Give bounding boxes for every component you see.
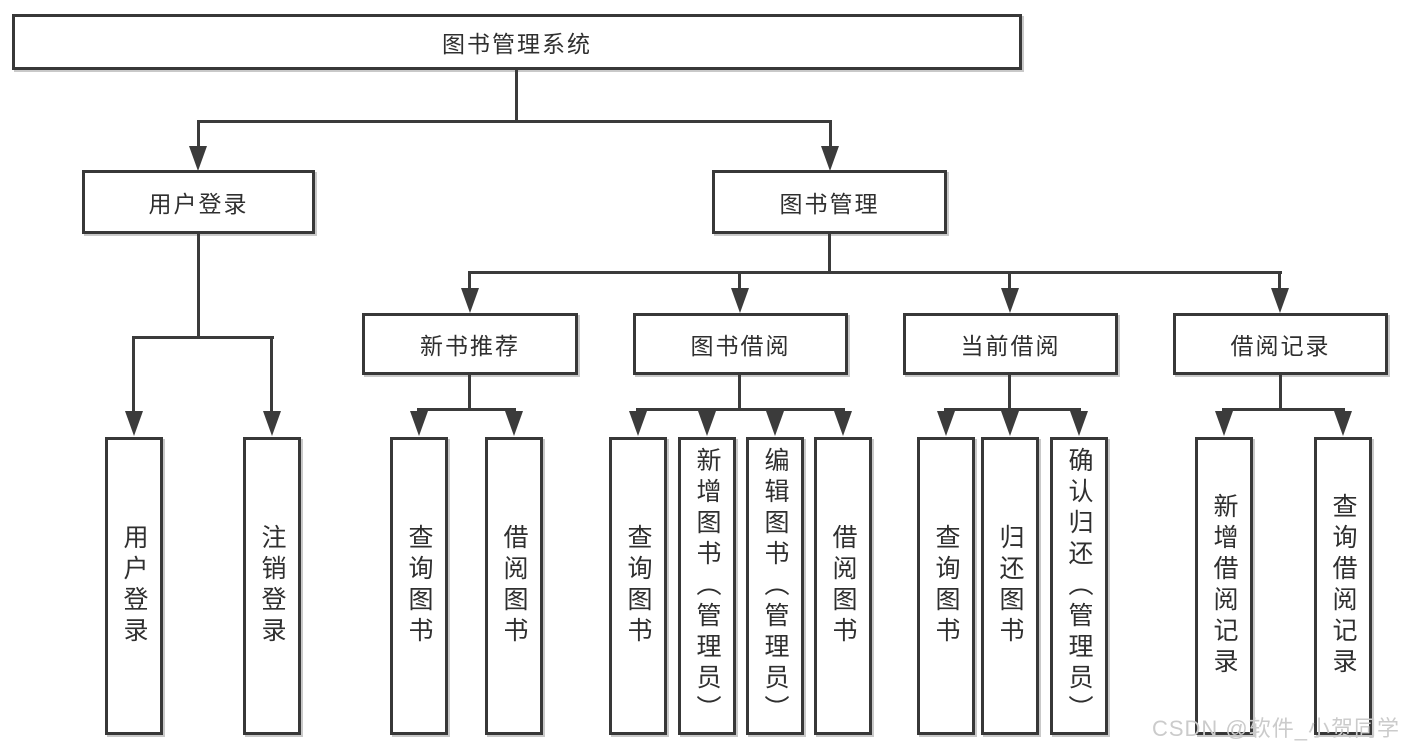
arrowhead-query-book-recommend: [410, 411, 428, 436]
node-user-login-label: 用户登录: [148, 191, 249, 217]
node-user-login: 用户登录: [82, 170, 315, 234]
node-borrow-records-label: 借阅记录: [1230, 333, 1331, 359]
connector-shaft-borrow-records: [1278, 271, 1281, 290]
node-book-management-label: 图书管理: [779, 191, 880, 217]
connector-book-borrow-stem: [738, 375, 741, 408]
leaf-borrow-book-label: 借阅图书: [829, 524, 857, 648]
arrowhead-current-borrow: [1001, 288, 1019, 313]
arrowhead-edit-book-admin: [766, 411, 784, 436]
node-current-borrow: 当前借阅: [903, 313, 1118, 375]
connector-root-stem: [515, 70, 518, 120]
arrowhead-book-borrow: [731, 288, 749, 313]
connector-shaft-user-login: [197, 120, 200, 147]
node-book-borrow-label: 图书借阅: [690, 333, 791, 359]
connector-shaft-current-borrow: [1008, 271, 1011, 290]
leaf-query-book-current: 查询图书: [917, 437, 975, 735]
node-new-book-recommend: 新书推荐: [362, 313, 578, 375]
connector-borrow-records-stem: [1279, 375, 1282, 408]
node-book-management: 图书管理: [712, 170, 947, 234]
leaf-add-book-admin: 新增图书（管理员）: [678, 437, 736, 735]
connector-shaft-leaf-logout: [270, 336, 273, 412]
connector-book-management-bar: [468, 271, 1282, 274]
arrowhead-confirm-return-admin: [1070, 411, 1088, 436]
connector-user-login-stem: [197, 234, 200, 336]
node-root-label: 图书管理系统: [442, 31, 592, 57]
arrowhead-borrow-book-recommend: [505, 411, 523, 436]
connector-borrow-records-bar: [1222, 408, 1345, 411]
leaf-logout-login: 注销登录: [243, 437, 301, 735]
connector-current-borrow-bar: [944, 408, 1081, 411]
leaf-query-book-recommend-label: 查询图书: [405, 524, 433, 648]
leaf-add-book-admin-label: 新增图书（管理员）: [693, 446, 721, 726]
leaf-query-book-current-label: 查询图书: [932, 524, 960, 648]
leaf-user-login-label: 用户登录: [120, 524, 148, 648]
leaf-borrow-book: 借阅图书: [814, 437, 872, 735]
leaf-confirm-return-admin: 确认归还（管理员）: [1050, 437, 1108, 735]
arrowhead-add-borrow-record: [1215, 411, 1233, 436]
arrowhead-leaf-logout: [263, 411, 281, 436]
connector-new-book-recommend-bar: [417, 408, 516, 411]
leaf-query-borrow-record-label: 查询借阅记录: [1329, 493, 1357, 679]
arrowhead-query-book-borrow: [629, 411, 647, 436]
leaf-query-book-recommend: 查询图书: [390, 437, 448, 735]
node-new-book-recommend-label: 新书推荐: [420, 333, 520, 359]
node-book-borrow: 图书借阅: [633, 313, 848, 375]
arrowhead-borrow-book: [834, 411, 852, 436]
leaf-return-book: 归还图书: [981, 437, 1039, 735]
leaf-user-login: 用户登录: [105, 437, 163, 735]
leaf-borrow-book-recommend-label: 借阅图书: [500, 524, 528, 648]
leaf-query-book-borrow-label: 查询图书: [624, 524, 652, 648]
connector-root-bar: [197, 120, 832, 123]
arrowhead-user-login: [189, 146, 207, 171]
connector-shaft-leaf-user-login: [132, 336, 135, 412]
arrowhead-return-book: [1001, 411, 1019, 436]
arrowhead-book-management: [821, 146, 839, 171]
leaf-edit-book-admin-label: 编辑图书（管理员）: [761, 446, 789, 726]
arrowhead-add-book-admin: [698, 411, 716, 436]
connector-new-book-recommend-stem: [468, 375, 471, 408]
node-root: 图书管理系统: [12, 14, 1022, 70]
arrowhead-leaf-user-login: [125, 411, 143, 436]
node-current-borrow-label: 当前借阅: [960, 333, 1061, 359]
connector-current-borrow-stem: [1008, 375, 1011, 408]
leaf-add-borrow-record: 新增借阅记录: [1195, 437, 1253, 735]
leaf-add-borrow-record-label: 新增借阅记录: [1210, 493, 1238, 679]
arrowhead-new-book-recommend: [461, 288, 479, 313]
connector-book-borrow-bar: [636, 408, 845, 411]
arrowhead-query-borrow-record: [1334, 411, 1352, 436]
arrowhead-query-book-current: [937, 411, 955, 436]
leaf-query-book-borrow: 查询图书: [609, 437, 667, 735]
leaf-confirm-return-admin-label: 确认归还（管理员）: [1065, 446, 1093, 726]
leaf-return-book-label: 归还图书: [996, 524, 1024, 648]
connector-shaft-book-management: [829, 120, 832, 147]
node-borrow-records: 借阅记录: [1173, 313, 1388, 375]
connector-book-management-stem: [828, 234, 831, 271]
arrowhead-borrow-records: [1271, 288, 1289, 313]
csdn-watermark: CSDN @软件_小贺同学: [1151, 716, 1400, 741]
leaf-edit-book-admin: 编辑图书（管理员）: [746, 437, 804, 735]
leaf-borrow-book-recommend: 借阅图书: [485, 437, 543, 735]
leaf-query-borrow-record: 查询借阅记录: [1314, 437, 1372, 735]
connector-shaft-new-book-recommend: [468, 271, 471, 290]
connector-shaft-book-borrow: [738, 271, 741, 290]
leaf-logout-login-label: 注销登录: [258, 524, 286, 648]
connector-user-login-bar: [132, 336, 274, 339]
